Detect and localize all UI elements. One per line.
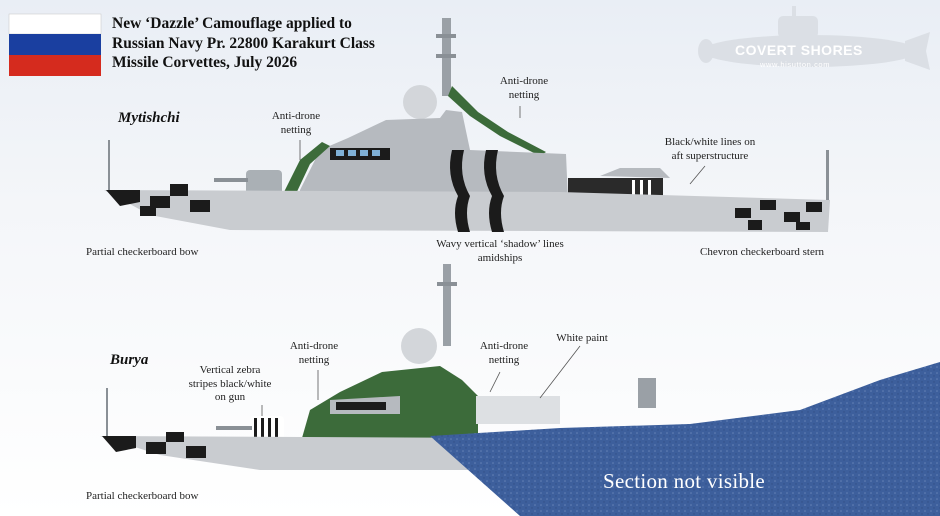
- page-title: New ‘Dazzle’ Camouflage applied to Russi…: [112, 14, 432, 73]
- covert-shores-logo: [698, 6, 930, 70]
- russian-flag: [8, 13, 102, 76]
- callout-zebra-gun: Vertical zebra stripes black/white on gu…: [188, 364, 272, 403]
- main-gun: [246, 170, 282, 196]
- fwd-netting: [282, 142, 330, 198]
- callout-anti-drone-fwd-bottom: Anti-drone netting: [289, 340, 339, 366]
- title-line-1: New ‘Dazzle’ Camouflage applied to: [112, 15, 352, 32]
- callout-white-paint: White paint: [556, 332, 608, 344]
- hidden-section-label: Section not visible: [603, 469, 766, 493]
- mast-netting: [448, 86, 546, 156]
- radome-2: [401, 328, 437, 364]
- superstructure: [300, 110, 568, 200]
- shadow-line-1: [450, 150, 470, 232]
- callout-shadow-lines: Wavy vertical ‘shadow’ lines amidships: [436, 238, 564, 264]
- bow-checkerboard: [106, 184, 210, 216]
- stern-chevron: [735, 200, 822, 230]
- callout-bow-top: Partial checkerboard bow: [86, 246, 199, 258]
- logo-url: www.hisutton.com: [760, 60, 831, 69]
- white-paint-area: [476, 396, 560, 424]
- logo-name: COVERT SHORES: [735, 42, 863, 58]
- callout-bow-bottom: Partial checkerboard bow: [86, 490, 199, 502]
- title-line-2: Russian Navy Pr. 22800 Karakurt Class: [112, 34, 375, 52]
- shadow-line-2: [484, 150, 504, 232]
- main-mast-2: [443, 264, 451, 346]
- ship-name-bottom: Burya: [110, 352, 149, 368]
- callout-anti-drone-mast-top: Anti-drone netting: [499, 75, 549, 101]
- callout-anti-drone-fwd-top: Anti-drone netting: [271, 110, 321, 136]
- top-leader-lines: [299, 106, 706, 185]
- callout-stern: Chevron checkerboard stern: [700, 246, 825, 258]
- bottom-leader-lines: [261, 345, 581, 416]
- callout-aft-lines: Black/white lines on aft superstructure: [664, 136, 756, 162]
- aft-lines: [632, 180, 651, 202]
- ship-name-top: Mytishchi: [118, 110, 180, 126]
- ship-mytishchi: [104, 18, 830, 232]
- bow-checkerboard-2: [102, 432, 206, 458]
- radome: [403, 85, 437, 119]
- callout-anti-drone-aft-bottom: Anti-drone netting: [479, 340, 529, 366]
- title-line-3: Missile Corvettes, July 2026: [112, 54, 298, 71]
